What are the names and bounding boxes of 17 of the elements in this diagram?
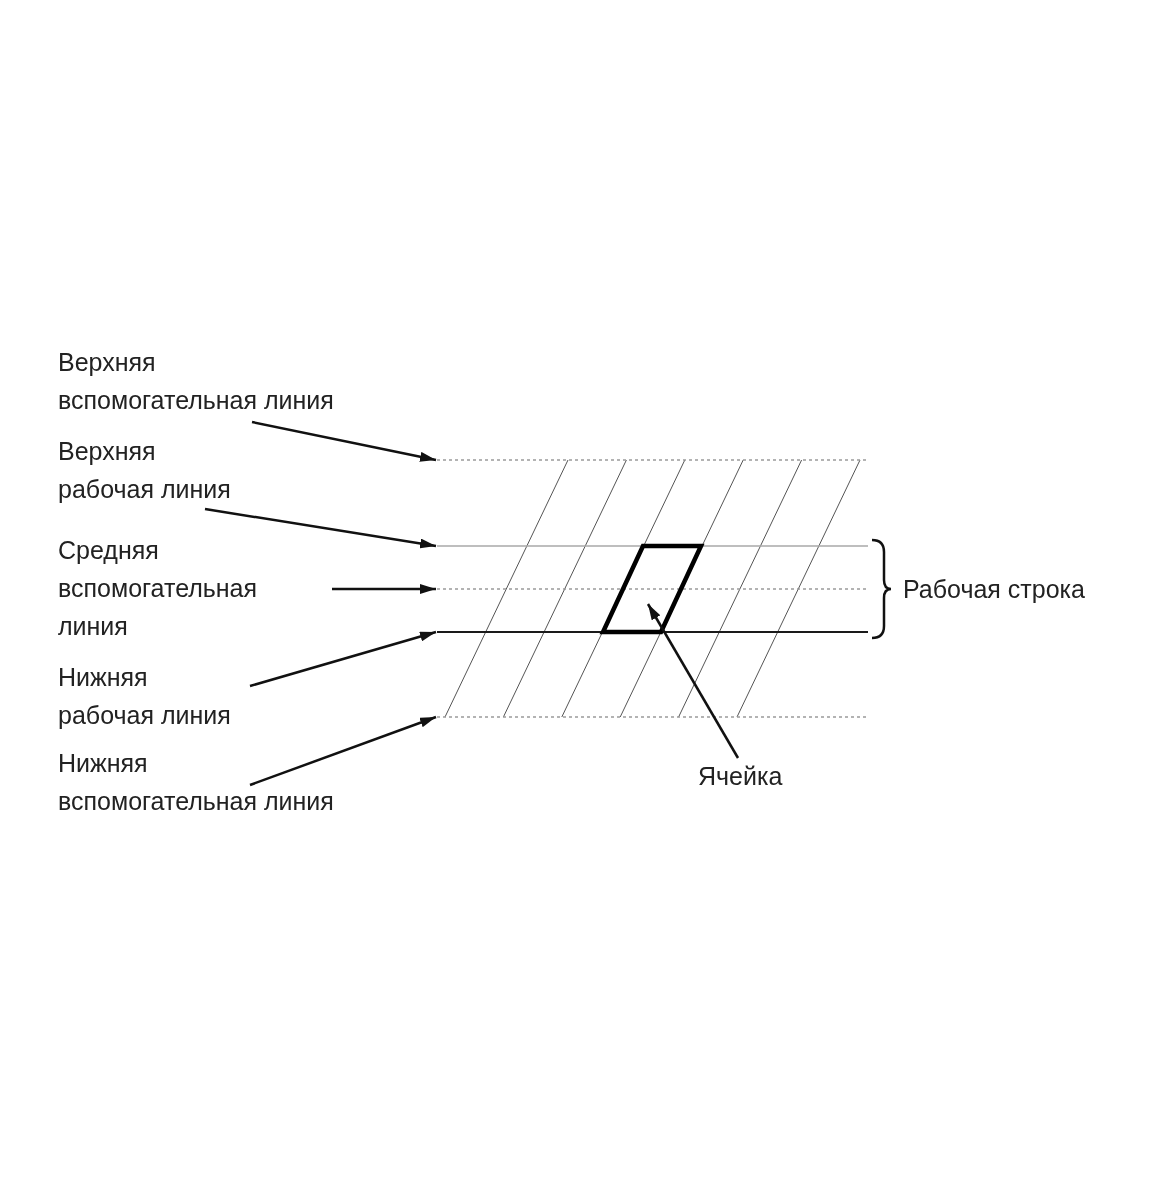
callout-label: Верхняя вспомогательная линия xyxy=(58,343,336,419)
leader-arrow xyxy=(204,507,437,549)
dotted-guide-line xyxy=(436,459,869,461)
callout-label: Средняя вспомогательная линия xyxy=(58,531,259,645)
leader-arrow xyxy=(251,420,437,462)
dotted-guide-line xyxy=(436,716,869,718)
callout-label: Ячейка xyxy=(698,757,784,795)
leader-arrow xyxy=(332,584,436,594)
callout-label: Нижняя рабочая линия xyxy=(58,658,233,734)
bracket-label: Рабочая строка xyxy=(903,574,1086,605)
callout-label: Верхняя рабочая линия xyxy=(58,432,233,508)
callout-label: Нижняя вспомогательная линия xyxy=(58,744,336,820)
leader-arrow xyxy=(249,715,437,787)
highlighted-cell xyxy=(599,543,705,635)
leader-arrow xyxy=(646,603,740,759)
leader-arrow xyxy=(249,630,437,688)
dotted-guide-line xyxy=(436,588,869,590)
